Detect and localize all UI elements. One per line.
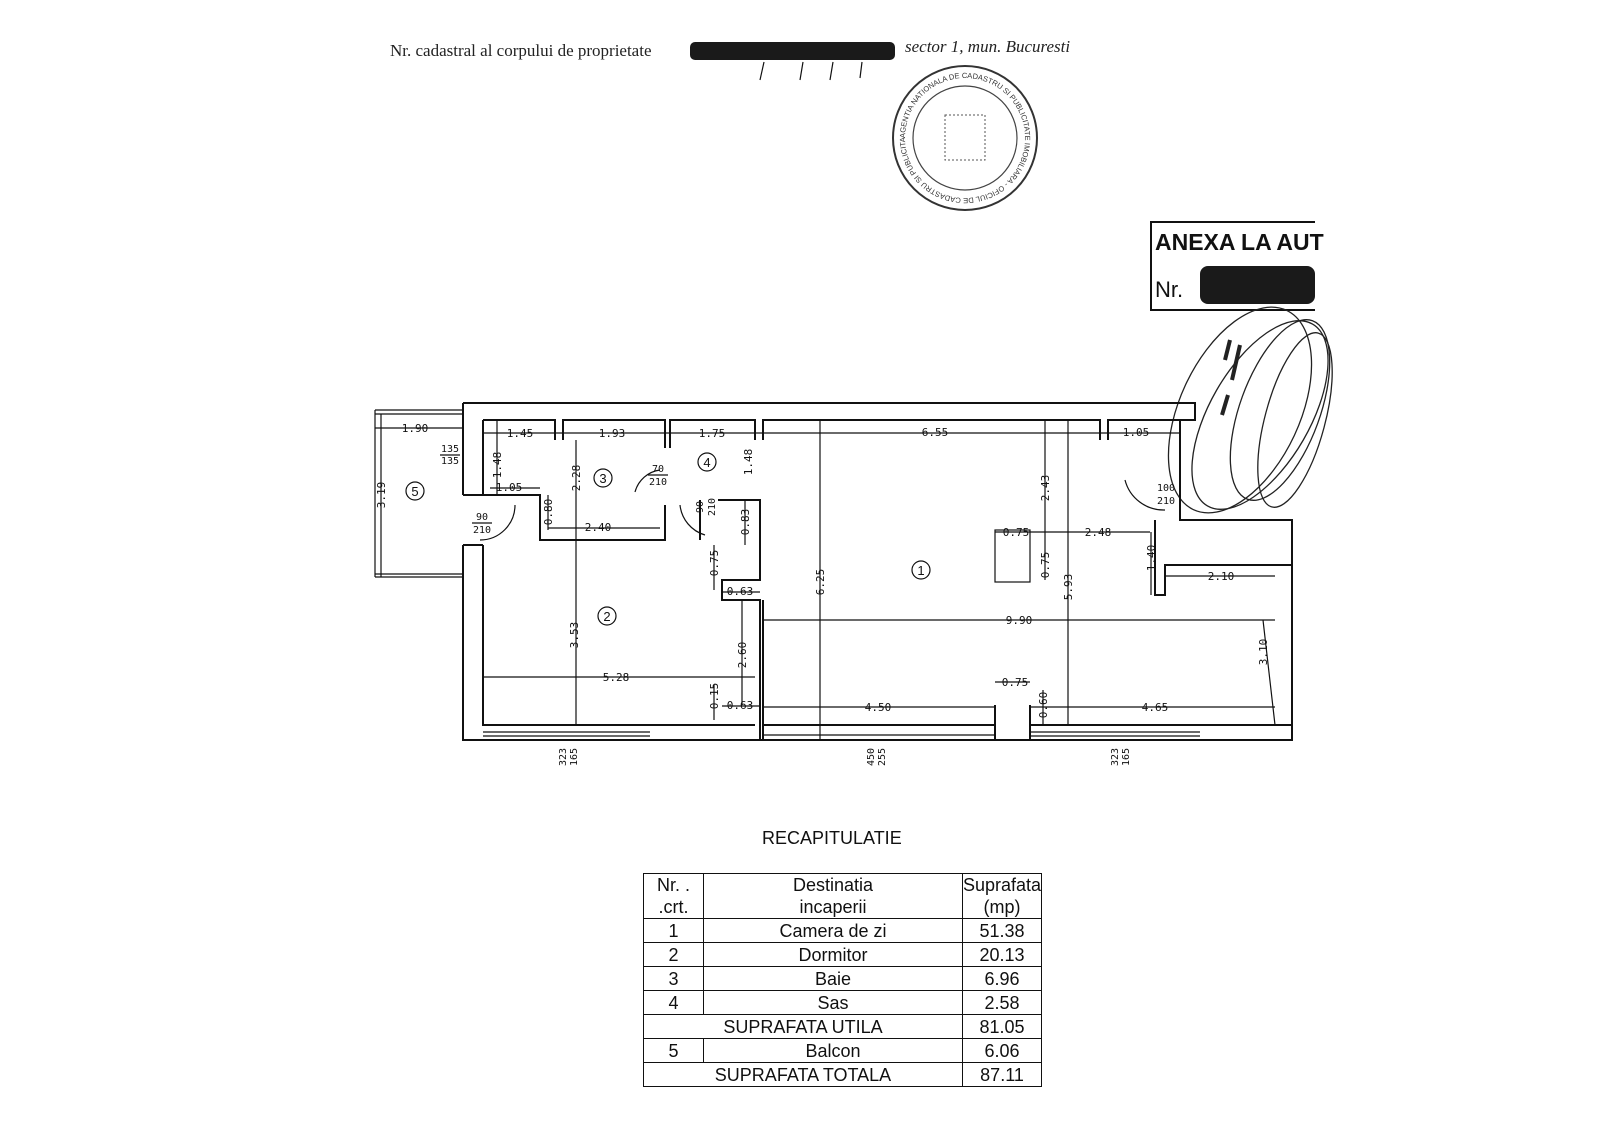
dimension-label: 0.75	[708, 550, 721, 577]
opening-width: 70	[652, 464, 664, 475]
opening-height: 210	[649, 477, 667, 488]
opening-height: 210	[1157, 496, 1175, 507]
dimension-label: 4.50	[865, 701, 892, 714]
opening-height: 210	[473, 525, 491, 536]
dimension-label: 0.75	[1002, 676, 1029, 689]
dimension-label: 1.93	[599, 427, 626, 440]
header-nr: Nr. ..crt.	[643, 873, 704, 919]
dimension-label: 6.25	[814, 569, 827, 596]
dimension-label: 1.48	[491, 452, 504, 479]
dimension-label: 1.40	[1145, 545, 1158, 572]
dimension-label: 0.75	[1003, 526, 1030, 539]
dimension-label: 1.48	[742, 449, 755, 476]
dimension-label: 3.19	[375, 482, 388, 509]
room-number: 3	[599, 471, 606, 486]
room-markers: 1 2 3 4 5	[405, 452, 931, 626]
dimension-label: 0.63	[727, 585, 754, 598]
window-height: 165	[1121, 748, 1132, 766]
dimension-label: 5.93	[1062, 574, 1075, 601]
signature-scribble	[1167, 306, 1333, 514]
dimension-label: 1.05	[496, 481, 523, 494]
location-text: sector 1, mun. Bucuresti	[905, 37, 1070, 56]
dimension-label: 4.65	[1142, 701, 1169, 714]
dimension-label: 1.75	[699, 427, 726, 440]
dimension-label: 5.28	[603, 671, 630, 684]
room-number: 4	[703, 455, 710, 470]
dimension-label: 2.40	[585, 521, 612, 534]
window-width: 450	[866, 748, 877, 766]
dimension-label: 9.90	[1006, 614, 1033, 627]
dimension-label: 0.83	[739, 509, 752, 536]
annex-title: ANEXA LA AUT	[1155, 229, 1324, 255]
annex-nr-label: Nr.	[1155, 277, 1183, 302]
dimension-label: 3.53	[568, 622, 581, 649]
dimension-label: 1.05	[1123, 426, 1150, 439]
room-number: 2	[603, 609, 610, 624]
svg-text:AGENTIA NATIONALA DE CADASTRU: AGENTIA NATIONALA DE CADASTRU SI PUBLICI…	[0, 0, 1032, 205]
opening-height: 135	[441, 456, 459, 467]
dimension-labels: 1.90 1.45 1.93 1.75 6.55 1.05 1.48 1.05 …	[375, 422, 1270, 718]
dimension-label: 2.28	[570, 465, 583, 492]
dimension-label: 0.60	[1037, 692, 1050, 719]
opening-labels: 135 135 90 210 70 210 90 210 100 210 323…	[440, 444, 1175, 766]
opening-width: 90	[476, 512, 488, 523]
dimension-label: 1.90	[402, 422, 429, 435]
dimension-label: 0.75	[1039, 552, 1052, 579]
window-height: 165	[569, 748, 580, 766]
summary-title: RECAPITULATIE	[762, 828, 902, 848]
window-width: 323	[1110, 748, 1121, 766]
dimension-label: 0.80	[542, 499, 555, 526]
annex-box: ANEXA LA AUT Nr.	[1150, 221, 1324, 311]
redaction-bar	[690, 42, 895, 60]
stamp-text: AGENTIA NATIONALA DE CADASTRU SI PUBLICI…	[0, 0, 1032, 205]
room-number: 1	[917, 563, 924, 578]
opening-width: 100	[1157, 483, 1175, 494]
dimension-label: 0.15	[708, 683, 721, 710]
window-height: 255	[877, 748, 888, 766]
dimension-label: 1.45	[507, 427, 534, 440]
cadastral-label: Nr. cadastral al corpului de proprietate	[390, 41, 652, 60]
opening-width: 135	[441, 444, 459, 455]
dimension-label: 6.55	[922, 426, 949, 439]
dimension-label: 3.10	[1257, 639, 1270, 666]
window-width: 323	[558, 748, 569, 766]
dimension-label: 2.48	[1085, 526, 1112, 539]
underline-marks	[759, 61, 863, 81]
official-stamp: AGENTIA NATIONALA DE CADASTRU SI PUBLICI…	[0, 0, 1038, 211]
redaction-bar	[1200, 266, 1315, 304]
dimension-label: 0.63	[727, 699, 754, 712]
opening-width: 90	[695, 501, 706, 513]
dimension-label: 2.43	[1039, 475, 1052, 502]
room-number: 5	[411, 484, 418, 499]
dimension-label: 2.10	[1208, 570, 1235, 583]
opening-height: 210	[707, 498, 718, 516]
dimension-label: 2.60	[736, 642, 749, 669]
header-area: Suprafata(mp)	[961, 873, 1043, 919]
floor-plan	[374, 402, 1293, 741]
